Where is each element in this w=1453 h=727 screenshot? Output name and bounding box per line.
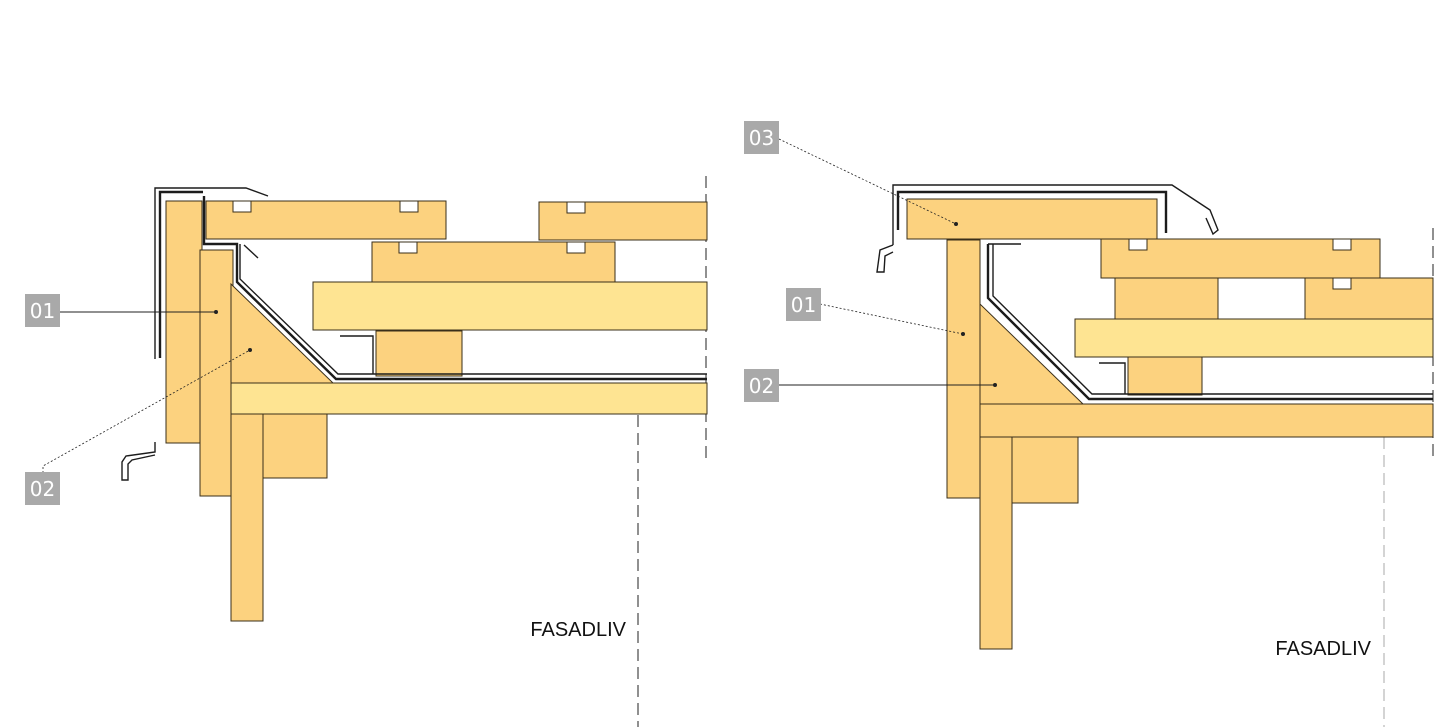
batten-board — [312, 281, 708, 331]
roof-membrane-inner — [992, 244, 1433, 395]
wall-stud — [230, 382, 264, 622]
roof-membrane — [986, 244, 1433, 401]
callout-label-02: 02 — [749, 374, 774, 398]
callout-point — [954, 222, 958, 226]
rafter — [979, 403, 1434, 438]
callout-leader — [819, 303, 964, 335]
membrane-clip — [1099, 362, 1126, 394]
facade-label: FASADLIV — [1275, 638, 1371, 660]
roof-membrane — [202, 196, 707, 381]
roof-membrane-inner — [239, 244, 707, 375]
wall-plate-block — [1011, 436, 1079, 504]
callout-point — [214, 310, 218, 314]
decking-notch — [232, 200, 252, 213]
drip-edge-hook — [121, 442, 156, 481]
cant-strip — [230, 282, 335, 384]
rafter — [230, 382, 708, 415]
callout-label-03: 03 — [749, 126, 774, 150]
callout-label-01: 01 — [791, 293, 816, 317]
callout-leader — [42, 349, 251, 473]
batten-board — [1074, 318, 1434, 358]
callout-box-01 — [786, 288, 821, 321]
callout-box-01 — [25, 294, 60, 327]
drip-edge-outer — [154, 187, 269, 359]
wall-stud — [979, 403, 1013, 650]
callout-label-02: 02 — [30, 477, 55, 501]
spacer-block — [375, 330, 463, 377]
fascia-board-outer — [165, 200, 203, 444]
decking-block-2 — [1304, 277, 1434, 320]
callout-box-02 — [25, 472, 60, 505]
decking-notch — [566, 241, 586, 254]
facade-label: FASADLIV — [530, 619, 626, 641]
decking-board-2 — [538, 201, 708, 241]
right-detail: 03 01 02 FASADLIV — [744, 121, 1434, 727]
callout-point — [993, 383, 997, 387]
callout-box-02 — [744, 369, 779, 402]
cap-flashing-outer — [892, 184, 1219, 245]
callout-point — [961, 332, 965, 336]
callout-box-03 — [744, 121, 779, 154]
drip-edge-top — [158, 190, 203, 358]
callout-label-01: 01 — [30, 299, 55, 323]
cap-flashing-hook — [876, 244, 894, 273]
cant-strip — [979, 302, 1085, 405]
decking-notch — [1332, 277, 1352, 290]
fascia-board-inner — [199, 249, 234, 497]
membrane-end — [243, 244, 259, 259]
fascia-board — [946, 239, 981, 499]
wall-plate-block — [262, 412, 328, 479]
decking-block-1 — [1114, 277, 1219, 320]
spacer-block — [1127, 356, 1203, 396]
cap-flashing — [896, 190, 1168, 233]
callout-leader — [778, 138, 957, 225]
membrane-clip — [340, 335, 374, 374]
left-detail: 01 02 FASADLIV — [25, 176, 708, 727]
decking-notch — [1128, 238, 1148, 251]
fascia-cap-board — [906, 198, 1158, 240]
callout-point — [248, 348, 252, 352]
decking-notch — [399, 200, 419, 213]
decking-notch — [566, 201, 586, 214]
decking-notch — [1332, 238, 1352, 251]
decking-notch — [398, 241, 418, 254]
